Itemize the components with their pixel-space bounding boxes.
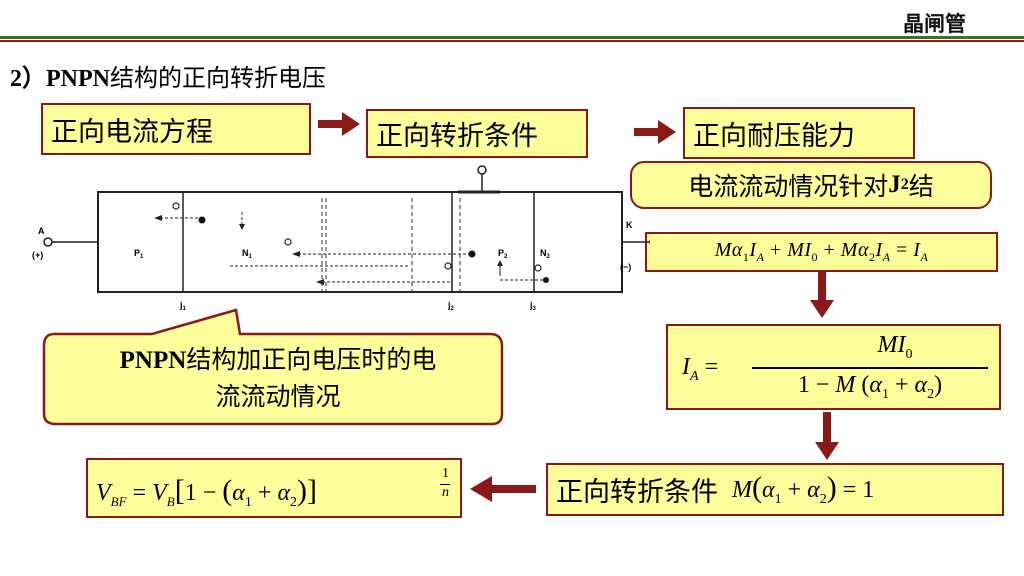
heading-text: 结构的正向转折电压 <box>109 64 326 92</box>
section-heading: 2）PNPN结构的正向转折电压 <box>10 58 326 93</box>
breakover-condition-label: 正向转折条件 <box>556 477 718 508</box>
callout-line1: 结构加正向电压时的电 <box>186 345 437 374</box>
callout-bubble <box>42 308 504 426</box>
callout-prefix: PNPN <box>119 347 187 374</box>
header-red-line <box>0 40 1024 42</box>
region-n1-label: N1 <box>242 248 253 260</box>
heading-prefix: PNPN <box>46 66 110 92</box>
junction-j2-label: j2 <box>447 300 455 312</box>
breakover-condition-box: 正向转折条件 M(α1 + α2) = 1 <box>546 463 1004 516</box>
arrow-down-icon <box>810 272 834 318</box>
header-green-line <box>0 36 1024 39</box>
region-p2-label: P2 <box>498 248 508 260</box>
slide-header-title: 晶闸管 <box>903 11 966 36</box>
region-p1-label: P1 <box>134 248 144 260</box>
terminal-anode-label: A <box>38 226 45 236</box>
flow-box-breakover-condition-label: 正向转折条件 <box>376 121 538 152</box>
equation-breakover-voltage: VBF = VB[1 − (α1 + α2)] 1 n <box>86 458 462 518</box>
arrow-right-icon <box>318 112 360 136</box>
callout-line2: 流流动情况 <box>215 382 341 411</box>
equation-anode-current: IA = MI0 1 − M (α1 + α2) <box>666 324 1001 410</box>
junction-j3-label: j3 <box>529 300 537 312</box>
note-text: 电流流动情况针对 <box>688 172 889 201</box>
note-j-label: J <box>888 171 901 198</box>
arrow-down-icon <box>815 412 839 460</box>
callout-text: PNPN结构加正向电压时的电 流流动情况 <box>48 342 508 415</box>
heading-number: 2） <box>10 66 46 92</box>
pnpn-structure-diagram: A (+) K (−) P1 N1 P2 N2 j1 j2 j3 <box>32 165 650 312</box>
junction-j1-label: j1 <box>179 300 187 312</box>
note-j-sub: 2 <box>900 176 909 193</box>
arrow-right-icon <box>634 120 676 144</box>
arrow-left-icon <box>470 476 536 502</box>
flow-box-current-equation-label: 正向电流方程 <box>51 116 213 148</box>
terminal-cathode-sign: (−) <box>620 262 631 272</box>
flow-box-voltage-capability-label: 正向耐压能力 <box>693 120 855 152</box>
flow-box-breakover-condition: 正向转折条件 <box>366 109 588 158</box>
terminal-anode-sign: (+) <box>32 250 43 260</box>
flow-box-current-equation: 正向电流方程 <box>41 103 311 155</box>
flow-box-voltage-capability: 正向耐压能力 <box>683 107 915 159</box>
note-suffix: 结 <box>908 172 934 201</box>
terminal-cathode-label: K <box>626 220 633 230</box>
region-n2-label: N2 <box>540 248 551 260</box>
equation-current-balance: Mα1IA + MI0 + Mα2IA = IA <box>645 232 998 272</box>
